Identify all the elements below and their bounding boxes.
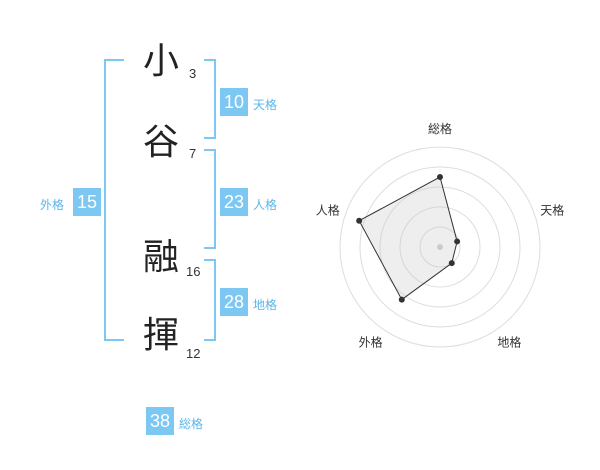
jinkaku-label: 人格	[253, 198, 278, 212]
radar-center	[437, 244, 443, 250]
stroke-count-4: 12	[186, 346, 201, 361]
radar-ring	[379, 186, 501, 308]
name-char-4: 揮	[143, 315, 180, 356]
chikaku-label: 地格	[253, 298, 278, 312]
radar-axis-label: 総格	[428, 121, 452, 136]
radar-ring	[419, 226, 461, 268]
radar-point	[398, 296, 405, 303]
radar-point	[454, 238, 461, 245]
radar-axis-label: 地格	[497, 334, 521, 349]
stroke-count-2: 7	[189, 146, 197, 161]
tenkaku-bracket	[204, 59, 216, 139]
radar-point	[356, 217, 363, 224]
name-char-3: 融	[143, 237, 180, 278]
radar-ring	[399, 206, 481, 288]
chikaku-value: 28	[220, 288, 248, 316]
tenkaku-label: 天格	[253, 98, 278, 112]
soukaku-value: 38	[146, 407, 174, 435]
radar-axis-label: 人格	[316, 203, 340, 218]
gaikaku-value: 15	[73, 188, 101, 216]
gaikaku-bracket	[104, 59, 124, 341]
radar-ring	[359, 166, 521, 328]
chikaku-bracket	[204, 259, 216, 341]
radar-series-area	[358, 176, 458, 301]
tenkaku-value: 10	[220, 88, 248, 116]
name-char-2: 谷	[143, 122, 180, 163]
radar-point	[437, 174, 443, 180]
stroke-count-3: 16	[186, 264, 201, 279]
jinkaku-bracket	[204, 149, 216, 249]
soukaku-label: 総格	[179, 417, 204, 431]
radar-axis-label: 天格	[540, 203, 564, 218]
stroke-count-1: 3	[189, 66, 197, 81]
name-char-1: 小	[143, 41, 180, 82]
radar-point	[448, 260, 455, 267]
jinkaku-value: 23	[220, 188, 248, 216]
gaikaku-label: 外格	[40, 198, 65, 212]
radar-axis-label: 外格	[359, 334, 383, 349]
